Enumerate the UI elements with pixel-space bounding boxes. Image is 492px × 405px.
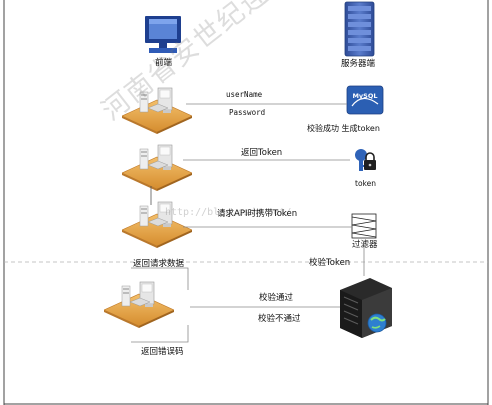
filter-icon [351, 213, 377, 239]
verify-pass-label: 校验通过 [259, 293, 294, 303]
rack-server-icon [340, 278, 392, 338]
workstation-4-icon [104, 281, 174, 328]
verify-generate-label: 校验成功 生成token [307, 124, 380, 133]
frontend-label: 前端 [155, 58, 173, 68]
password-label: Password [229, 108, 266, 117]
server-tower-icon [344, 1, 375, 57]
return-data-label: 返回请求数据 [133, 259, 185, 269]
line-return-error-loop [131, 325, 189, 343]
server-label: 服务器端 [341, 59, 376, 69]
return-error-label: 返回错误码 [141, 347, 184, 357]
token-label: token [355, 179, 376, 188]
request-api-label: 请求API时携带Token [217, 209, 298, 219]
verify-fail-label: 校验不通过 [258, 314, 301, 324]
mysql-icon-text: MySQL [352, 92, 377, 100]
token-key-icon [355, 149, 376, 171]
workstation-2-icon [122, 144, 192, 191]
mysql-database-icon: MySQL [346, 85, 384, 115]
return-token-label: 返回Token [241, 148, 283, 158]
line-return-data-loop [131, 267, 189, 290]
frontend-monitor-icon [145, 16, 181, 53]
filter-label: 过滤器 [352, 240, 378, 250]
watermark-url: http://blog.csdn.net/ [165, 207, 292, 218]
username-label: userName [226, 90, 263, 99]
verify-token-label: 校验Token [309, 258, 351, 268]
